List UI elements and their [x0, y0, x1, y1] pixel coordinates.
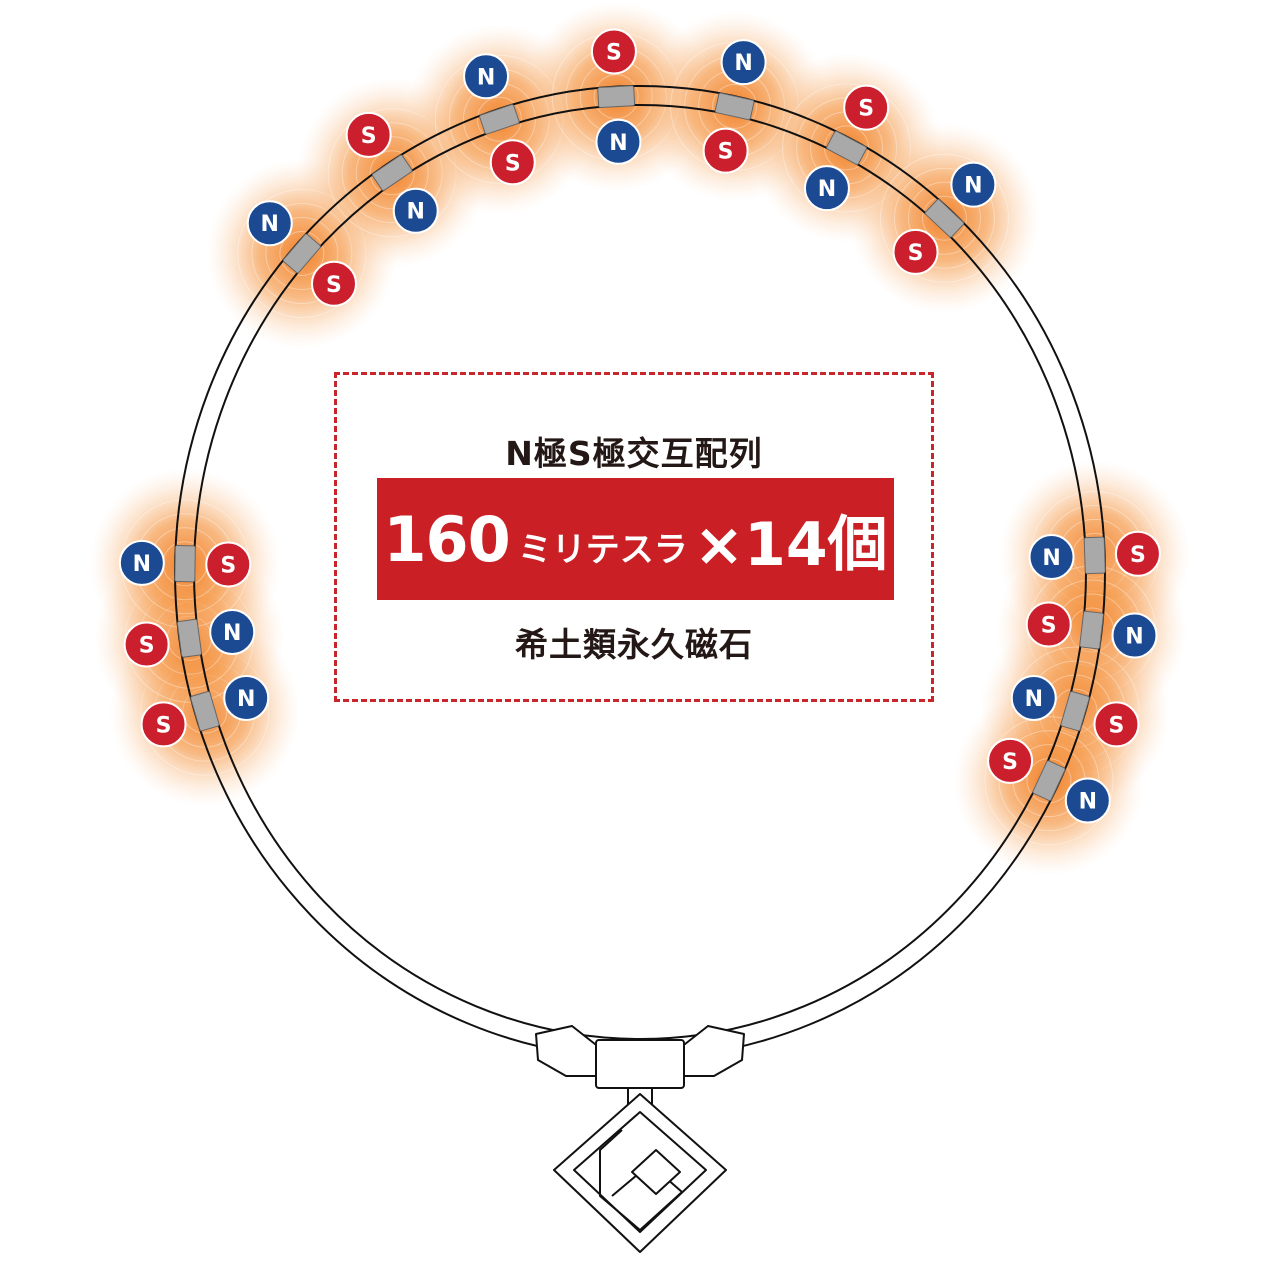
pole-label: N — [477, 65, 495, 90]
magnet-segment — [924, 198, 965, 238]
pole-label: N — [133, 552, 151, 577]
magnet-segment — [1083, 536, 1106, 575]
pole-label: S — [1130, 543, 1146, 568]
necklace-clasp — [535, 1025, 745, 1253]
pole-label: S — [908, 241, 924, 266]
magnet-segment — [826, 130, 867, 165]
arrangement-label: N極S極交互配列 — [505, 434, 763, 473]
north-pole-badge — [950, 161, 997, 208]
south-pole-badge — [310, 260, 357, 307]
pole-label: S — [1002, 750, 1018, 775]
north-pole-badge — [392, 187, 439, 234]
south-pole-badge — [702, 127, 749, 174]
north-pole-badge — [595, 118, 642, 165]
pole-label: N — [818, 177, 836, 202]
south-pole-badge — [1114, 530, 1161, 577]
magnet-segment — [371, 154, 413, 191]
field-ring — [907, 181, 981, 255]
south-pole-badge — [843, 84, 890, 131]
field-ring — [921, 195, 967, 241]
south-pole-badge — [1025, 601, 1072, 648]
magnet-segment — [1060, 691, 1090, 732]
strength-unit: ミリテスラ — [517, 529, 688, 570]
north-pole-badge — [223, 674, 270, 721]
north-pole-badge — [246, 200, 293, 247]
pole-label: S — [361, 124, 377, 149]
pole-label: N — [964, 174, 982, 199]
magnet-segment — [190, 691, 220, 732]
south-pole-badge — [205, 541, 252, 588]
north-pole-badge — [1010, 674, 1057, 721]
pole-label: N — [1042, 546, 1060, 571]
south-pole-badge — [140, 701, 187, 748]
pole-label: S — [139, 634, 155, 659]
pole-label: S — [220, 553, 236, 578]
pole-label: N — [1025, 687, 1043, 712]
pole-label: N — [609, 131, 627, 156]
pole-label: S — [156, 713, 172, 738]
field-ring — [279, 230, 325, 276]
north-pole-badge — [803, 165, 850, 212]
field-ring — [476, 96, 522, 142]
north-pole-badge — [463, 53, 510, 100]
info-box: N極S極交互配列 160 ミリテスラ ×14個 希土類永久磁石 — [334, 372, 934, 702]
magnet-segment — [714, 92, 755, 121]
magnet-type-label: 希土類永久磁石 — [515, 625, 753, 664]
pole-label: N — [237, 687, 255, 712]
pendant-logo-square — [631, 1149, 681, 1195]
pole-label: N — [407, 200, 425, 225]
south-pole-badge — [987, 737, 1034, 784]
pole-label: S — [505, 151, 521, 176]
field-ring — [893, 167, 995, 269]
south-pole-badge — [123, 621, 170, 668]
field-ring — [265, 216, 339, 290]
magnet-segment — [479, 104, 520, 135]
south-pole-badge — [892, 228, 939, 275]
field-ring — [593, 74, 639, 120]
magnet-count: ×14個 — [693, 509, 888, 580]
strength-number: 160 — [383, 502, 510, 576]
north-pole-badge — [720, 39, 767, 86]
magnet-segment — [1079, 610, 1104, 650]
magnet-segment — [597, 85, 636, 109]
field-ring — [984, 716, 1114, 846]
clasp-center-block — [595, 1039, 685, 1089]
magnet-segment — [176, 618, 202, 658]
clasp-right-cap — [679, 1025, 745, 1077]
north-pole-badge — [1064, 777, 1111, 824]
magnet-segment — [174, 545, 196, 583]
pole-label: S — [1041, 613, 1057, 638]
north-pole-badge — [1028, 533, 1075, 580]
field-ring — [879, 153, 1009, 283]
pole-label: S — [606, 40, 622, 65]
south-pole-badge — [1093, 701, 1140, 748]
clasp-left-cap — [535, 1025, 601, 1077]
pole-label: N — [1125, 625, 1143, 650]
pole-label: N — [223, 621, 241, 646]
magnet-segment — [282, 233, 321, 274]
magnet-layer: S N N S S N N S S N N S S N N S N S S N N S S N N S S N — [118, 28, 1161, 824]
pole-label: N — [734, 51, 752, 76]
field-ring — [369, 150, 415, 196]
south-pole-badge — [345, 111, 392, 158]
pole-label: N — [1079, 789, 1097, 814]
field-ring — [712, 83, 758, 129]
north-pole-badge — [1111, 612, 1158, 659]
strength-banner: 160 ミリテスラ ×14個 — [377, 478, 894, 600]
south-pole-badge — [489, 139, 536, 186]
south-pole-badge — [590, 28, 637, 75]
magnet-segment — [1032, 760, 1066, 802]
pole-label: S — [326, 273, 342, 298]
pole-label: S — [858, 97, 874, 122]
pole-label: S — [1109, 713, 1125, 738]
north-pole-badge — [209, 608, 256, 655]
pole-label: N — [261, 212, 279, 237]
north-pole-badge — [118, 539, 165, 586]
pole-label: S — [718, 140, 734, 165]
